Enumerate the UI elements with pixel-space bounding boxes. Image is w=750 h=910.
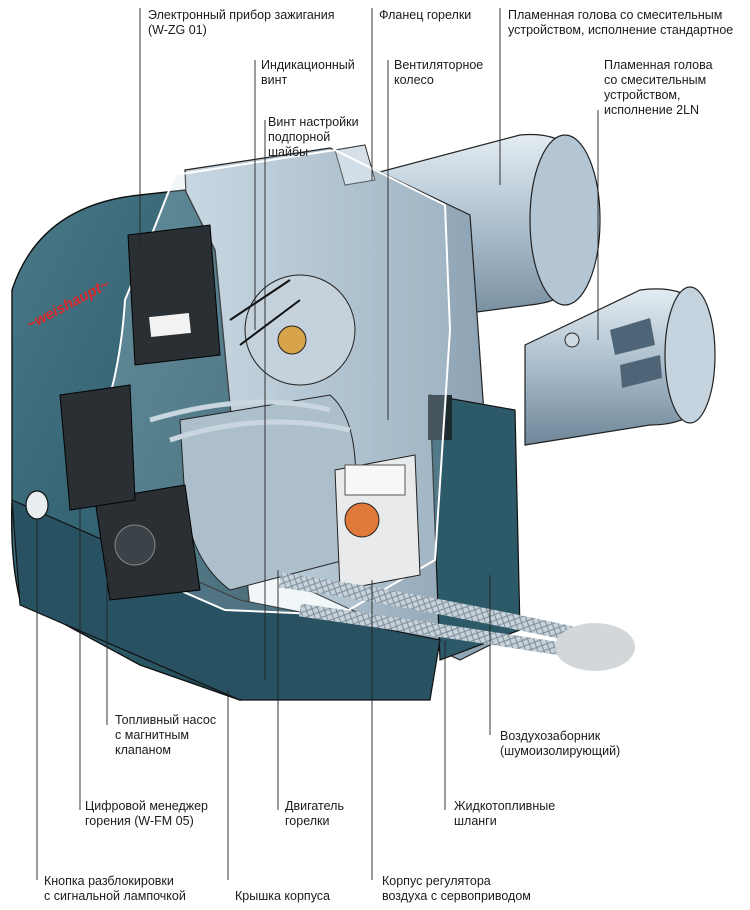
label-air-intake: Воздухозаборник (шумоизолирующий) [500, 729, 621, 758]
reset-button [25, 490, 49, 520]
label-ignition-device: Электронный прибор зажигания (W-ZG 01) [148, 8, 335, 37]
leader-lines [36, 8, 599, 880]
label-reset-button: Кнопка разблокировки с сигнальной лампоч… [44, 874, 186, 903]
flame-head-2ln [524, 286, 716, 446]
label-baffle-screw: Винт настройки подпорной шайбы [268, 115, 359, 159]
air-intake [428, 394, 521, 661]
label-flame-head-standard: Пламенная голова со смесительным устройс… [508, 8, 734, 37]
ignition-device [127, 224, 221, 366]
label-fuel-hoses: Жидкотопливные шланги [454, 799, 556, 828]
fuel-hoses [278, 572, 635, 671]
internal-components [59, 224, 421, 601]
combustion-manager [59, 384, 136, 511]
label-fuel-pump: Топливный насос с магнитным клапаном [115, 713, 217, 757]
label-housing-cover: Крышка корпуса [235, 889, 331, 903]
label-burner-flange: Фланец горелки [379, 8, 472, 22]
label-fan-wheel: Вентиляторное колесо [394, 58, 484, 87]
label-burner-motor: Двигатель горелки [285, 799, 344, 828]
label-combustion-manager: Цифровой менеджер горения (W-FM 05) [85, 799, 209, 828]
label-air-regulator: Корпус регулятора воздуха с сервоприводо… [382, 874, 531, 903]
label-indicator-screw: Индикационный винт [261, 58, 355, 87]
label-flame-head-2ln: Пламенная голова со смесительным устройс… [604, 58, 713, 117]
